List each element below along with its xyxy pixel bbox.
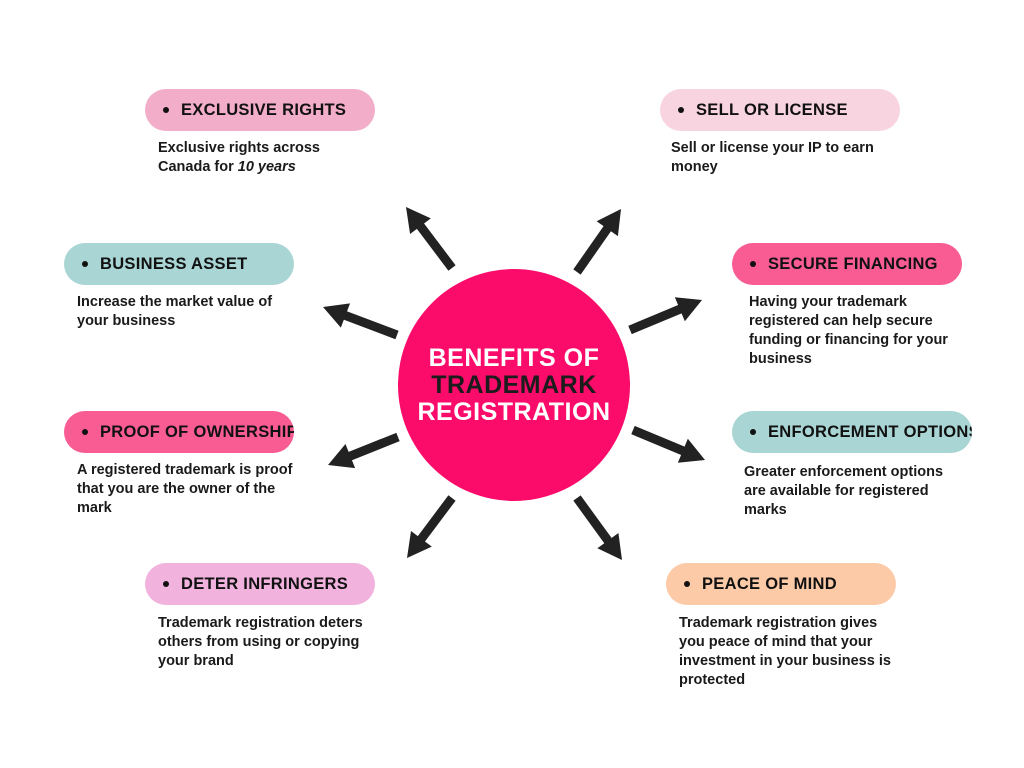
exclusive-rights-title: EXCLUSIVE RIGHTS (181, 100, 347, 119)
bullet-icon (163, 581, 169, 587)
enforcement-options-desc: Greater enforcement options are availabl… (744, 464, 944, 518)
peace-of-mind-desc: Trademark registration gives you peace o… (679, 615, 891, 688)
proof-of-ownership-title: PROOF OF OWNERSHIP (100, 422, 294, 441)
arrow-peace-of-mind (573, 495, 622, 560)
arrow-deter-infringers (407, 495, 456, 558)
proof-of-ownership-desc: A registered trademark is proof that you… (77, 462, 293, 516)
bullet-icon (684, 581, 690, 587)
sell-or-license-desc: Sell or license your IP to earn money (671, 140, 874, 175)
bullet-icon (678, 107, 684, 113)
business-asset-desc: Increase the market value of your busine… (77, 294, 273, 329)
proof-of-ownership-pill: PROOF OF OWNERSHIP (64, 411, 294, 453)
exclusive-rights-desc-emphasis: 10 years (237, 159, 296, 175)
deter-infringers-pill: DETER INFRINGERS (145, 563, 375, 605)
arrow-exclusive-rights (406, 207, 456, 271)
secure-financing-pill: SECURE FINANCING (732, 243, 962, 285)
secure-financing-title: SECURE FINANCING (768, 254, 938, 273)
arrow-business-asset (323, 303, 399, 340)
center-circle: BENEFITS OF TRADEMARK REGISTRATION (398, 269, 630, 501)
bullet-icon (163, 107, 169, 113)
business-asset-pill: BUSINESS ASSET (64, 243, 294, 285)
exclusive-rights-desc: Exclusive rights across Canada for 10 ye… (158, 139, 358, 177)
deter-infringers-title: DETER INFRINGERS (181, 574, 349, 593)
business-asset-title: BUSINESS ASSET (100, 254, 248, 273)
sell-or-license-title: SELL OR LICENSE (696, 100, 848, 119)
sell-or-license-pill: SELL OR LICENSE (660, 89, 900, 131)
bullet-icon (82, 261, 88, 267)
center-title-line1: BENEFITS OF (428, 343, 600, 372)
arrow-sell-or-license (573, 209, 621, 275)
arrow-proof-of-ownership (328, 432, 400, 469)
enforcement-options-pill: ENFORCEMENT OPTIONS (732, 411, 972, 453)
arrow-enforcement-options (631, 425, 705, 463)
center-title-line2: TRADEMARK (431, 370, 597, 399)
exclusive-rights-pill: EXCLUSIVE RIGHTS (145, 89, 375, 131)
enforcement-options-title: ENFORCEMENT OPTIONS (768, 422, 972, 441)
deter-infringers-desc: Trademark registration deters others fro… (158, 615, 363, 669)
peace-of-mind-pill: PEACE OF MIND (666, 563, 896, 605)
secure-financing-desc: Having your trademark registered can hel… (749, 294, 948, 367)
bullet-icon (750, 261, 756, 267)
exclusive-rights-desc-text: Exclusive rights across Canada for (158, 140, 320, 175)
peace-of-mind-title: PEACE OF MIND (702, 574, 837, 593)
arrow-secure-financing (628, 297, 702, 335)
bullet-icon (750, 429, 756, 435)
center-title-line3: REGISTRATION (417, 397, 611, 426)
bullet-icon (82, 429, 88, 435)
